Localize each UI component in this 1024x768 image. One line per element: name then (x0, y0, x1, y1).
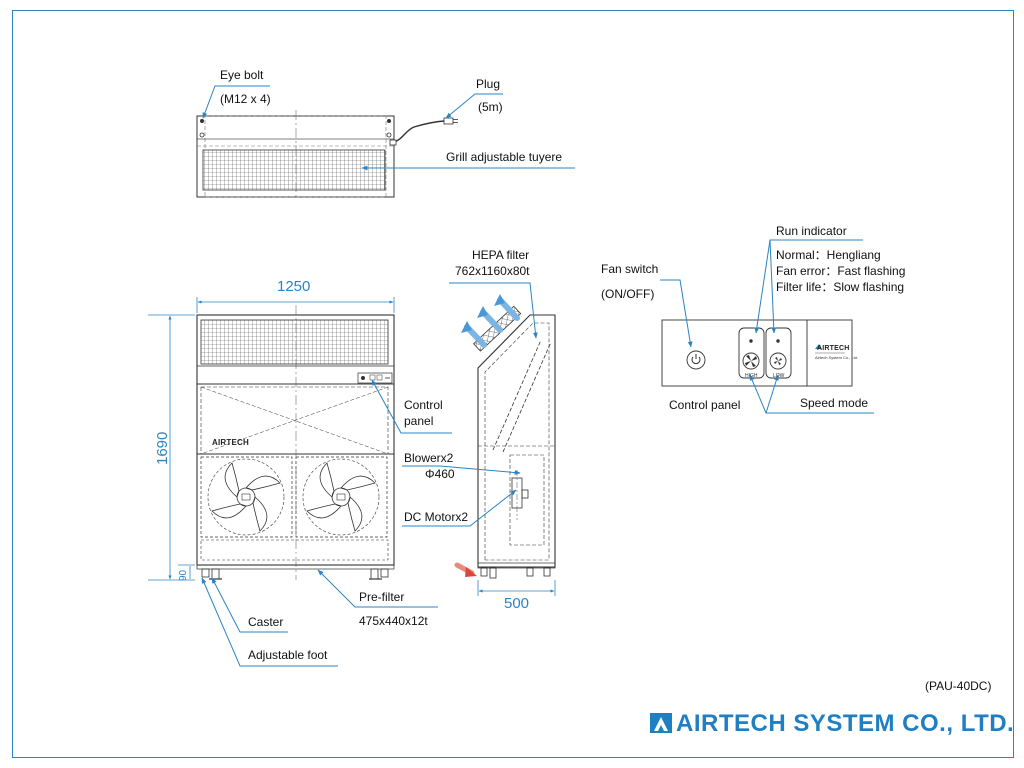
blower-spec: Φ460 (425, 467, 455, 481)
panel-brand: AIRTECH (817, 345, 850, 352)
speed-mode-label: Speed mode (800, 396, 869, 410)
low-button-label: LOW (773, 373, 785, 379)
fan-switch-label: Fan switch (601, 262, 659, 276)
front-leaders (201, 379, 452, 667)
blower-label: Blowerx2 (404, 451, 454, 465)
panel-brand-sub: Airtech System Co., Ltd. (815, 355, 859, 360)
dc-motor-label: DC Motorx2 (404, 510, 469, 524)
front-dimensions (148, 297, 395, 581)
height-dimension: 1690 (154, 431, 171, 465)
top-view (196, 110, 458, 200)
side-dimensions (477, 580, 556, 596)
fan-left (207, 458, 285, 536)
adjustable-foot-label: Adjustable foot (248, 648, 328, 662)
control-panel-leaders (660, 239, 874, 414)
plug-spec: (5m) (478, 100, 503, 114)
fan-switch-spec: (ON/OFF) (601, 287, 655, 301)
unit-brand-logo: AIRTECH (212, 438, 249, 447)
fan-icon (774, 357, 782, 365)
eye-bolt-spec: (M12 x 4) (220, 92, 271, 106)
run-normal-text: Normal：Hengliang (776, 248, 881, 262)
control-panel-caption: Control panel (669, 398, 741, 412)
pre-filter-label: Pre-filter (359, 590, 405, 604)
fan-right (302, 458, 380, 536)
control-panel-label-line1: Control (404, 398, 443, 412)
top-view-leaders (202, 85, 575, 171)
run-filter-life-text: Filter life：Slow flashing (776, 280, 905, 294)
width-dimension: 1250 (277, 278, 311, 295)
hepa-filter-label: HEPA filter (472, 248, 530, 262)
side-leaders (402, 282, 538, 527)
drawing-frame (12, 10, 1014, 758)
pre-filter-spec: 475x440x12t (359, 614, 428, 628)
fan-icon (745, 355, 757, 367)
caster-label: Caster (248, 615, 284, 629)
company-logo-icon (650, 713, 672, 733)
eye-bolt-label: Eye bolt (220, 68, 264, 82)
grill-label: Grill adjustable tuyere (446, 150, 563, 164)
power-icon (686, 350, 706, 370)
front-view (196, 305, 395, 580)
run-indicator-label: Run indicator (776, 224, 847, 238)
plug-label: Plug (476, 77, 501, 91)
company-name: AIRTECH SYSTEM CO., LTD. (676, 710, 1015, 737)
control-panel-label-line2: panel (404, 414, 434, 428)
hepa-filter-spec: 762x1160x80t (455, 264, 530, 278)
model-number: (PAU-40DC) (925, 679, 992, 693)
run-fan-error-text: Fan error：Fast flashing (776, 264, 906, 278)
foot-dimension: 90 (178, 569, 189, 581)
high-button-label: HIGH (745, 373, 758, 379)
airflow-arrow-icon (454, 294, 520, 577)
depth-dimension: 500 (504, 595, 530, 612)
